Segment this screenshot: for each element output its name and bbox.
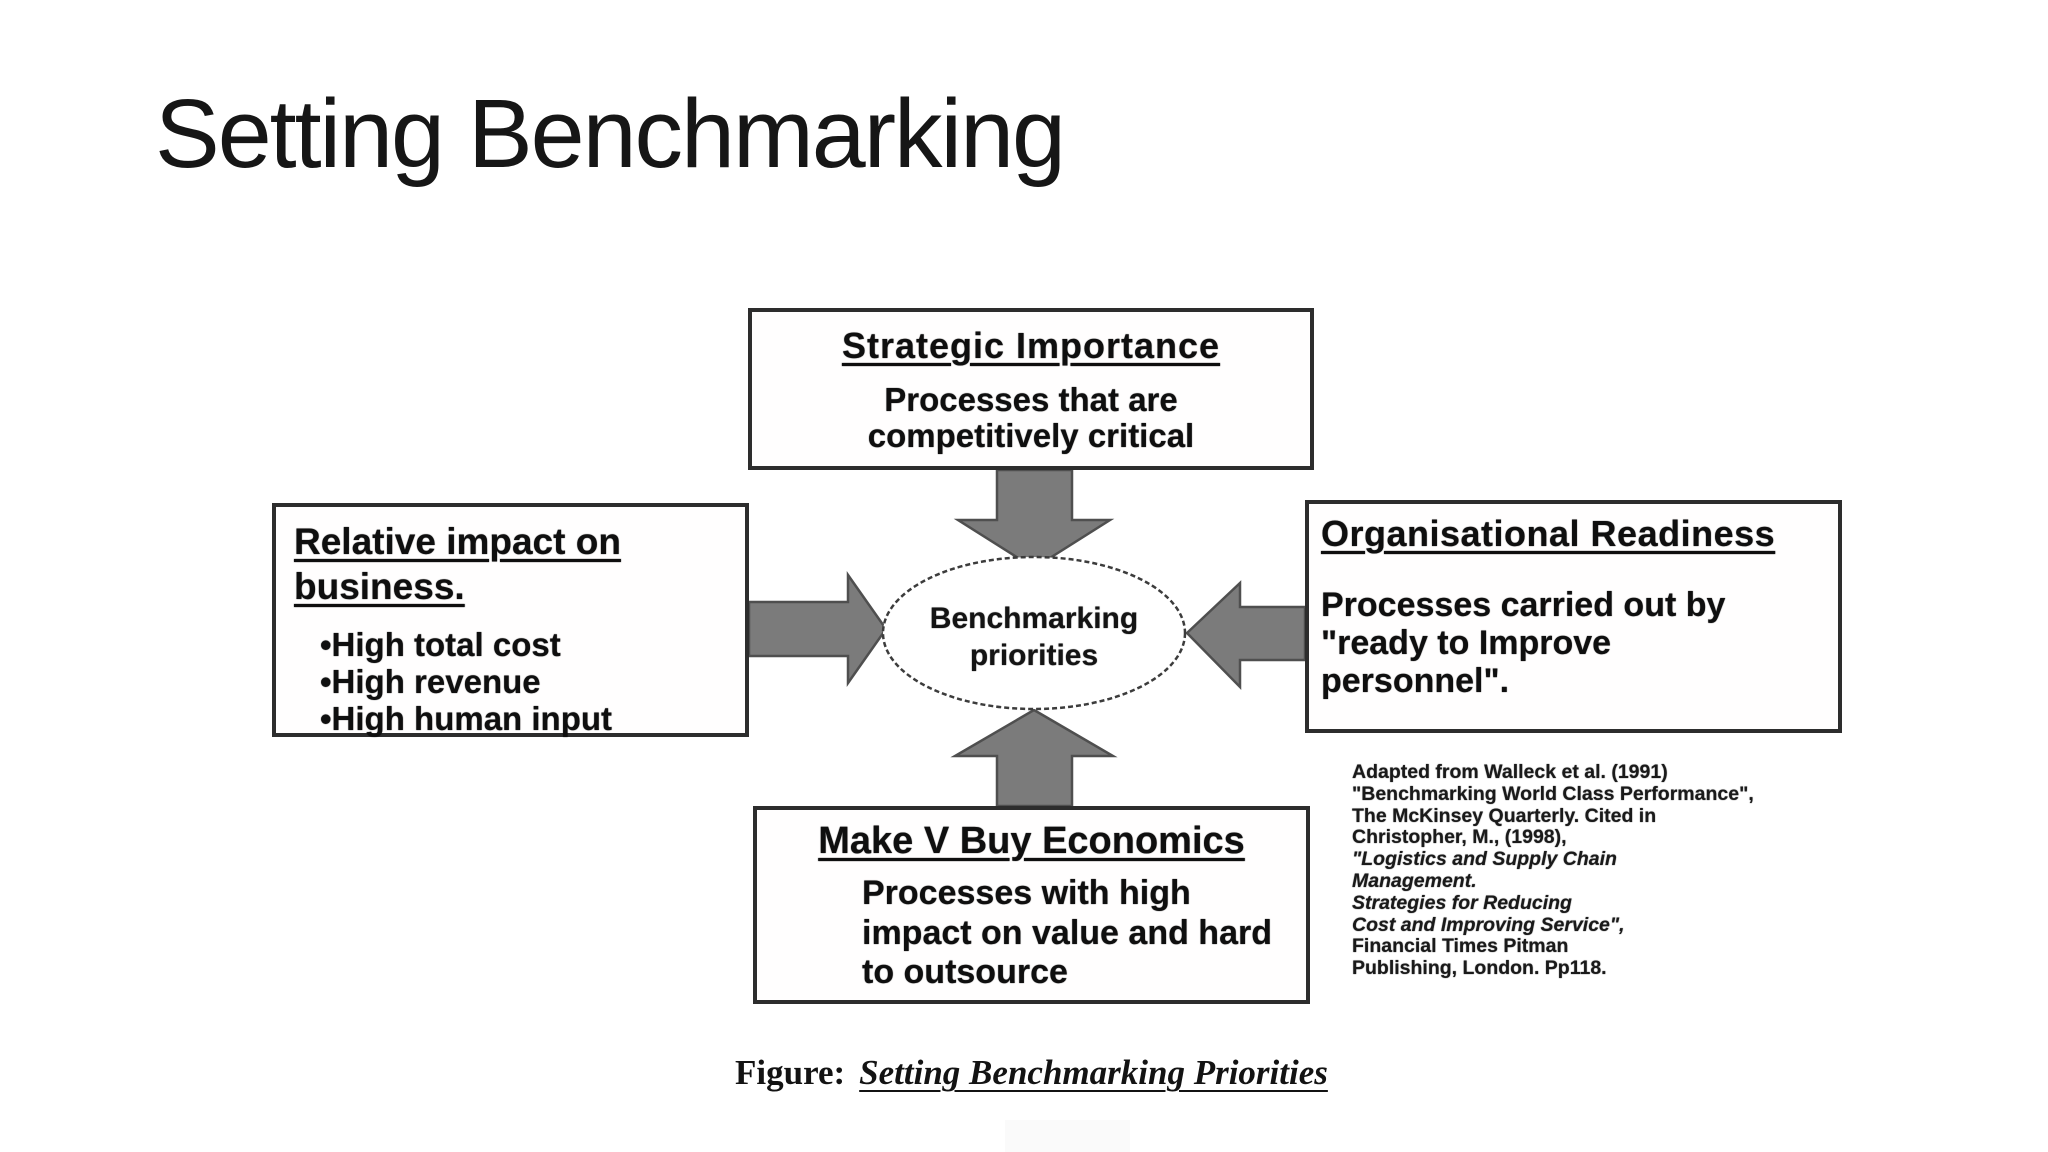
box-relative-impact: Relative impact on business. •High total…: [272, 503, 749, 737]
citation-line: Strategies for Reducing: [1352, 891, 1572, 914]
box-make-v-buy-body: Processes with high impact on value and …: [862, 874, 1272, 992]
citation-line: Christopher, M., (1998),: [1352, 826, 1567, 849]
left-arrow-icon: [1185, 580, 1307, 691]
slide-title: Setting Benchmarking: [155, 79, 1066, 188]
bullet-item: •High human input: [320, 700, 613, 738]
box-make-v-buy: Make V Buy Economics Processes with high…: [753, 806, 1310, 1004]
box-organisational-readiness: Organisational Readiness Processes carri…: [1305, 500, 1842, 733]
figure-caption: Figure: Setting Benchmarking Priorities: [735, 1053, 1328, 1093]
citation-line: "Logistics and Supply Chain: [1352, 848, 1617, 871]
up-arrow-icon: [950, 708, 1118, 808]
figure-caption-prefix: Figure:: [735, 1053, 846, 1092]
citation-line: Cost and Improving Service",: [1352, 913, 1625, 936]
box-strategic-importance: Strategic Importance Processes that are …: [748, 308, 1314, 470]
figure-caption-title: Setting Benchmarking Priorities: [859, 1053, 1328, 1092]
box-strategic-importance-heading: Strategic Importance: [841, 325, 1221, 366]
citation-line: "Benchmarking World Class Performance",: [1352, 782, 1754, 805]
right-arrow-icon: [747, 571, 888, 687]
citation-line: Financial Times Pitman: [1352, 935, 1569, 958]
box-strategic-importance-body: Processes that are competitively critica…: [867, 380, 1195, 455]
box-organisational-readiness-heading: Organisational Readiness: [1321, 513, 1776, 554]
citation-block: Adapted from Walleck et al. (1991) "Benc…: [1352, 761, 1912, 980]
citation-line: Publishing, London. Pp118.: [1352, 957, 1607, 980]
box-relative-impact-bullets: •High total cost •High revenue •High hum…: [320, 626, 729, 738]
box-organisational-readiness-body: Processes carried out by "ready to Impro…: [1321, 585, 1726, 701]
citation-line: Adapted from Walleck et al. (1991): [1352, 761, 1668, 783]
down-arrow-icon: [953, 468, 1115, 570]
box-relative-impact-heading: Relative impact on business.: [294, 521, 621, 608]
citation-line: The McKinsey Quarterly. Cited in: [1352, 804, 1657, 827]
center-label-line2: priorities: [969, 639, 1099, 672]
box-make-v-buy-heading: Make V Buy Economics: [818, 820, 1245, 862]
center-ellipse: [881, 555, 1187, 711]
citation-line: Management.: [1352, 869, 1477, 892]
bullet-item: •High revenue: [320, 663, 541, 701]
scan-artifact: [1005, 1120, 1130, 1152]
center-label: Benchmarking priorities: [884, 600, 1184, 674]
center-label-line1: Benchmarking: [929, 602, 1139, 635]
bullet-item: •High total cost: [320, 626, 561, 664]
